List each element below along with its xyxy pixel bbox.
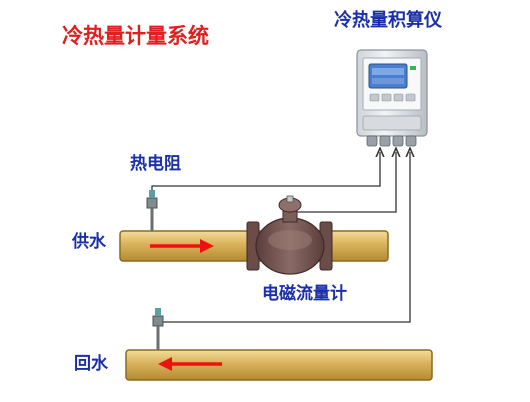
instrument-display bbox=[368, 63, 408, 89]
electromagnetic-flowmeter bbox=[246, 195, 333, 275]
return-pipe bbox=[125, 349, 433, 381]
return-rtd-sensor bbox=[152, 308, 164, 350]
diagram-title: 冷热量计量系统 bbox=[62, 24, 209, 48]
flowmeter-label: 电磁流量计 bbox=[262, 284, 347, 304]
supply-flow-arrow bbox=[150, 239, 214, 253]
cable-glands bbox=[366, 135, 417, 147]
rtd-label: 热电阻 bbox=[130, 154, 181, 174]
return-water-label: 回水 bbox=[74, 354, 108, 374]
heat-integrator-instrument bbox=[356, 49, 428, 147]
instrument-keypad bbox=[369, 93, 416, 102]
instrument-label: 冷热量积算仪 bbox=[334, 10, 442, 31]
supply-rtd-sensor bbox=[146, 190, 158, 231]
return-flow-arrow bbox=[158, 357, 222, 371]
supply-water-label: 供水 bbox=[72, 232, 106, 252]
